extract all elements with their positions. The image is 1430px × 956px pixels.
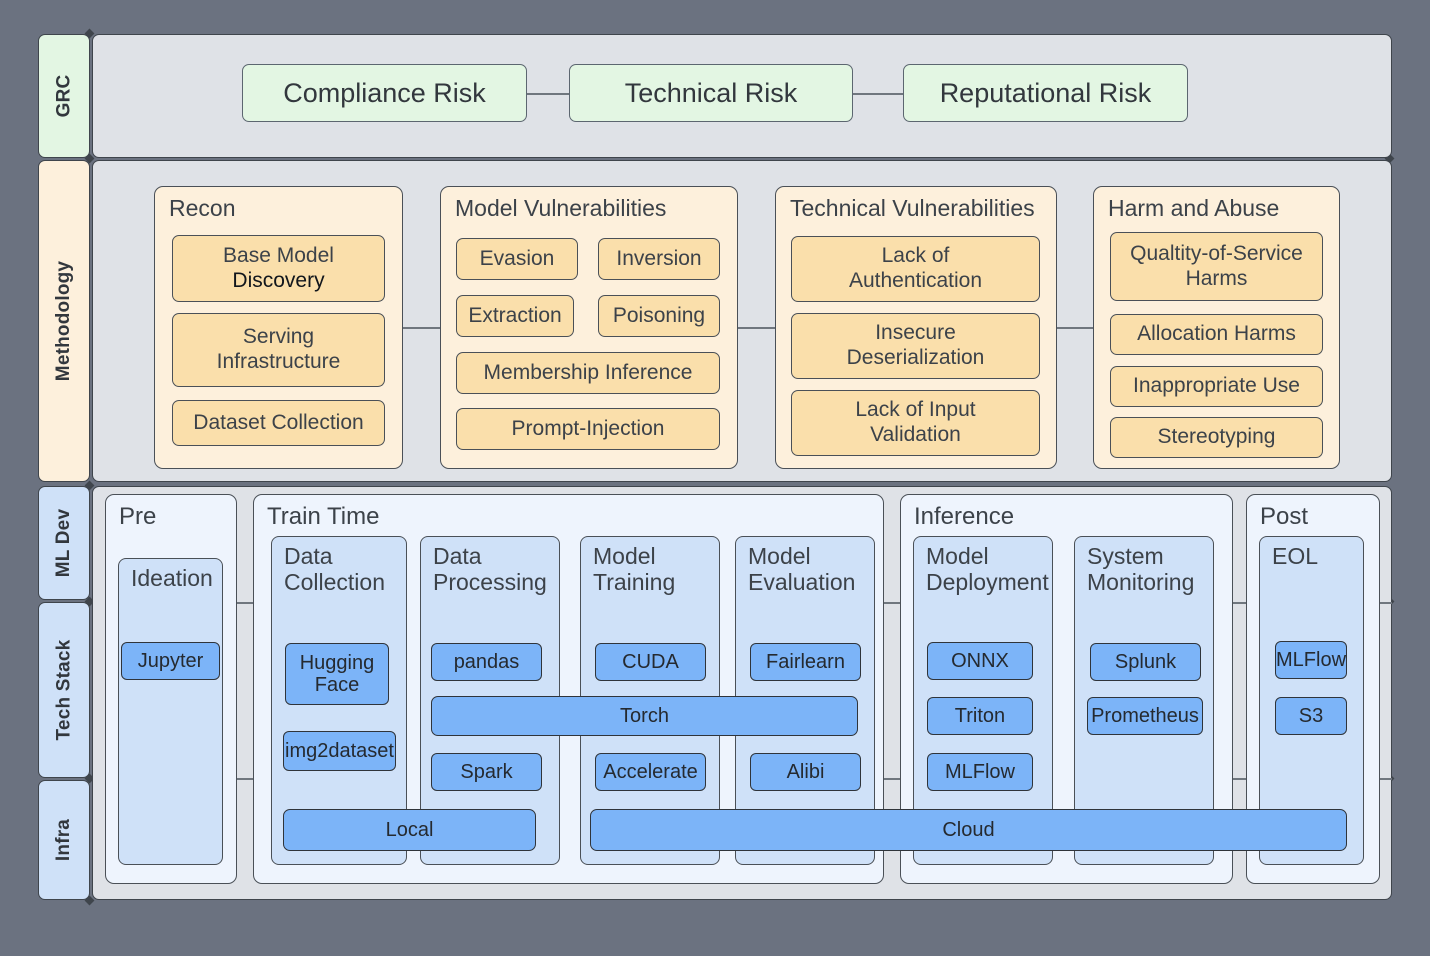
tool-accelerate[interactable]: Accelerate (595, 753, 706, 791)
tool-triton[interactable]: Triton (927, 697, 1033, 735)
methodology-item-inappropriate-use[interactable]: Inappropriate Use (1110, 366, 1323, 407)
tool-fairlearn[interactable]: Fairlearn (750, 643, 861, 681)
tool-s3[interactable]: S3 (1275, 697, 1347, 735)
tool-alibi[interactable]: Alibi (750, 753, 861, 791)
grc-risk-reputational[interactable]: Reputational Risk (903, 64, 1188, 122)
methodology-item-allocation-harms[interactable]: Allocation Harms (1110, 314, 1323, 355)
phase-pre-title: Pre (119, 503, 157, 530)
methodology-item-extraction[interactable]: Extraction (456, 295, 574, 337)
stage-ideation-title: Ideation (131, 565, 213, 591)
methodology-group-recon-title: Recon (169, 195, 236, 221)
phase-train-time-title: Train Time (267, 503, 380, 530)
methodology-group-technical-vulnerabilities-title: Technical Vulnerabilities (790, 195, 1035, 221)
connector-grc-1 (527, 93, 569, 95)
phase-inference-title: Inference (914, 503, 1015, 530)
lane-label-mldev: ML Dev (38, 486, 90, 600)
connector-phase-3 (1233, 602, 1246, 604)
lane-label-methodology: Methodology (38, 160, 90, 482)
stage-eol-title: EOL (1272, 543, 1319, 569)
tool-cloud-span[interactable]: Cloud (590, 809, 1347, 851)
methodology-item-stereotyping[interactable]: Stereotyping (1110, 417, 1323, 458)
stage-model-training-title: Model Training (593, 543, 676, 595)
methodology-item-membership-inference[interactable]: Membership Inference (456, 352, 720, 394)
grc-risk-technical-label: Technical Risk (624, 77, 798, 108)
methodology-item-serving-infrastructure[interactable]: Serving Infrastructure (172, 313, 385, 387)
grc-risk-technical[interactable]: Technical Risk (569, 64, 853, 122)
lane-label-infra-text: Infra (53, 818, 74, 862)
methodology-item-base-model-discovery[interactable]: Base Model Discovery (172, 235, 385, 302)
tool-onnx[interactable]: ONNX (927, 642, 1033, 680)
connector-phase-1 (237, 602, 255, 604)
tool-mlflow-deploy[interactable]: MLFlow (927, 753, 1033, 791)
tool-local-span[interactable]: Local (283, 809, 536, 851)
methodology-item-prompt-injection[interactable]: Prompt-Injection (456, 408, 720, 450)
methodology-item-dataset-collection[interactable]: Dataset Collection (172, 400, 385, 446)
tool-splunk[interactable]: Splunk (1090, 643, 1201, 681)
stage-ideation: Ideation (118, 558, 223, 865)
lane-label-methodology-text: Methodology (53, 260, 74, 382)
connector-grc-2 (853, 93, 903, 95)
connector-lane-right-2 (1380, 778, 1392, 780)
connector-methodology-1 (403, 327, 440, 329)
methodology-item-insecure-deserialization[interactable]: Insecure Deserialization (791, 313, 1040, 379)
methodology-group-harm-and-abuse-title: Harm and Abuse (1108, 195, 1280, 221)
grc-risk-reputational-label: Reputational Risk (939, 77, 1152, 108)
connector-phase-1b (237, 778, 255, 780)
stage-system-monitoring-title: System Monitoring (1087, 543, 1195, 595)
phase-post-title: Post (1260, 503, 1309, 530)
tool-jupyter[interactable]: Jupyter (121, 642, 220, 680)
tool-cuda[interactable]: CUDA (595, 643, 706, 681)
lane-label-techstack: Tech Stack (38, 602, 90, 778)
lane-label-grc-text: GRC (52, 74, 74, 118)
stage-model-evaluation-title: Model Evaluation (748, 543, 856, 595)
connector-phase-2 (884, 602, 900, 604)
tool-img2dataset[interactable]: img2dataset (283, 731, 396, 771)
tool-hugging-face[interactable]: Hugging Face (285, 643, 389, 705)
tool-spark[interactable]: Spark (431, 753, 542, 791)
connector-methodology-3 (1057, 327, 1093, 329)
tool-prometheus[interactable]: Prometheus (1087, 697, 1203, 735)
lane-label-techstack-text: Tech Stack (53, 639, 75, 741)
tool-torch-span[interactable]: Torch (431, 696, 858, 736)
methodology-item-lack-of-input-validation[interactable]: Lack of Input Validation (791, 390, 1040, 456)
grc-risk-compliance-label: Compliance Risk (283, 77, 486, 108)
stage-data-processing-title: Data Processing (433, 543, 547, 595)
connector-lane-right-1 (1380, 602, 1392, 604)
connector-phase-2b (884, 778, 900, 780)
methodology-group-model-vulnerabilities-title: Model Vulnerabilities (455, 195, 667, 221)
lane-label-mldev-text: ML Dev (53, 508, 74, 578)
methodology-item-lack-of-authentication[interactable]: Lack of Authentication (791, 236, 1040, 302)
lane-label-infra: Infra (38, 780, 90, 900)
tool-mlflow-eol[interactable]: MLFlow (1275, 641, 1347, 679)
tool-pandas[interactable]: pandas (431, 643, 542, 681)
grc-risk-compliance[interactable]: Compliance Risk (242, 64, 527, 122)
stage-model-deployment-title: Model Deployment (926, 543, 1049, 595)
connector-methodology-2 (738, 327, 775, 329)
methodology-item-poisoning[interactable]: Poisoning (598, 295, 720, 337)
methodology-item-evasion[interactable]: Evasion (456, 238, 578, 280)
lane-label-grc: GRC (38, 34, 90, 158)
methodology-item-inversion[interactable]: Inversion (598, 238, 720, 280)
connector-phase-3b (1233, 778, 1246, 780)
stage-data-collection-title: Data Collection (284, 543, 385, 595)
methodology-item-quality-of-service-harms[interactable]: Qualtity-of-Service Harms (1110, 232, 1323, 301)
